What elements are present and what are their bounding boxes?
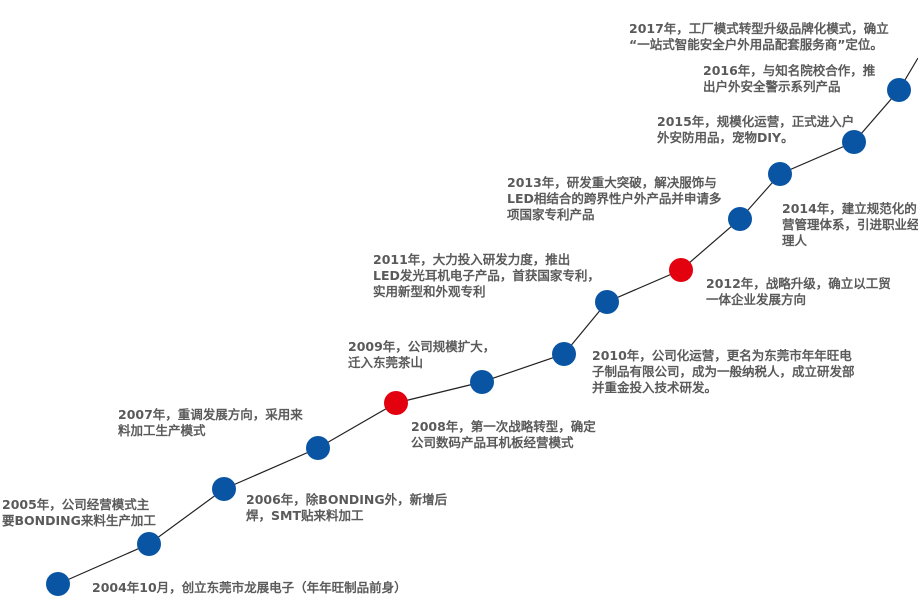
timeline-node-2	[137, 532, 161, 556]
timeline-node-1	[46, 572, 70, 596]
timeline-node-8	[595, 290, 619, 314]
milestone-2005-label: 2005年，公司经营模式主要BONDING来料生产加工	[2, 497, 156, 528]
timeline-node-3	[212, 477, 236, 501]
timeline-node-7	[552, 342, 576, 366]
milestone-2007-label: 2007年，重调发展方向，采用来料加工生产模式	[118, 407, 303, 438]
milestone-2017-label: 2017年，工厂模式转型升级品牌化模式，确立“一站式智能安全户外用品配套服务商”…	[629, 21, 889, 52]
timeline-node-5	[384, 391, 408, 415]
timeline-node-12	[842, 130, 866, 154]
milestone-2016-label: 2016年，与知名院校合作，推出户外安全警示系列产品	[703, 63, 876, 94]
timeline-node-13	[887, 78, 911, 102]
milestone-2014-label: 2014年，建立规范化的营管理体系，引进职业经理人	[782, 201, 918, 248]
timeline-node-9	[669, 258, 693, 282]
timeline-node-10	[728, 207, 752, 231]
milestone-2008-label: 2008年，第一次战略转型，确定公司数码产品耳机板经营模式	[411, 419, 596, 450]
timeline-line	[57, 57, 918, 585]
milestone-2009-label: 2009年，公司规模扩大，迁入东莞茶山	[348, 339, 496, 370]
milestone-2015-label: 2015年，规模化运营，正式进入户外安防用品，宠物DIY。	[657, 114, 855, 145]
milestone-2012-label: 2012年，战略升级，确立以工贸一体企业发展方向	[706, 276, 891, 307]
timeline-node-4	[306, 436, 330, 460]
timeline-node-11	[768, 162, 792, 186]
timeline-node-6	[470, 370, 494, 394]
milestone-2004-label: 2004年10月，创立东莞市龙展电子（年年旺制品前身）	[92, 580, 407, 595]
milestone-2006-label: 2006年，除BONDING外，新增后焊，SMT贴来料加工	[246, 492, 448, 523]
milestone-2010-label: 2010年，公司化运营，更名为东莞市年年旺电子制品有限公司，成为一般纳税人，成立…	[592, 348, 855, 395]
